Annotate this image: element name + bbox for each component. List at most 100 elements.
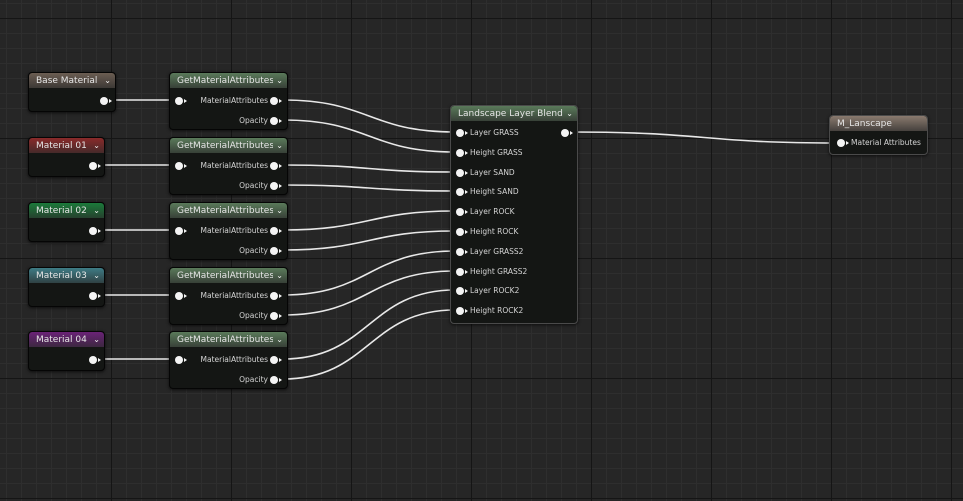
material-attributes-output-label: MaterialAttributes [200,96,269,105]
height-rock2-input-pin[interactable] [456,307,464,315]
pin-arrow-icon [465,130,468,135]
pin-arrow-icon [184,228,187,233]
height-sand-label: Height SAND [470,187,519,196]
wire-attrs-to-layer-rock2 [282,289,456,360]
get-material-attributes-header[interactable]: GetMaterialAttributes ⌄ [170,73,287,88]
material-attributes-input-pin[interactable] [175,227,183,235]
opacity-output-label: Opacity [239,246,268,255]
chevron-down-icon[interactable]: ⌄ [276,334,283,344]
opacity-output-pin[interactable] [270,247,278,255]
material-attributes-output-pin[interactable] [270,356,278,364]
layer-rock2-input-pin[interactable] [456,287,464,295]
chevron-down-icon[interactable]: ⌄ [93,205,100,215]
base-material-node[interactable]: Base Material ⌄ [28,72,116,112]
pin-arrow-icon [570,130,573,135]
get-material-attributes-node[interactable]: GetMaterialAttributes ⌄ MaterialAttribut… [169,331,288,389]
material-04-node[interactable]: Material 04 ⌄ [28,331,105,371]
height-grass2-input-pin[interactable] [456,268,464,276]
material-attributes-input-pin[interactable] [175,356,183,364]
height-sand-input-pin[interactable] [456,188,464,196]
get-material-attributes-node[interactable]: GetMaterialAttributes ⌄ MaterialAttribut… [169,72,288,130]
material-output-node[interactable]: M_Lanscape Material Attributes [829,115,928,155]
landscape-layer-blend-header[interactable]: Landscape Layer Blend ⌄ [451,106,577,121]
wire-attrs-to-layer-sand [282,164,456,173]
height-rock-input-pin[interactable] [456,228,464,236]
material-01-header[interactable]: Material 01 ⌄ [29,138,104,153]
chevron-down-icon[interactable]: ⌄ [276,140,283,150]
pin-arrow-icon [279,118,282,123]
opacity-output-pin[interactable] [270,312,278,320]
material-attributes-output-label: MaterialAttributes [200,161,269,170]
chevron-down-icon[interactable]: ⌄ [104,75,111,85]
pin-arrow-icon [98,163,101,168]
get-material-attributes-header[interactable]: GetMaterialAttributes ⌄ [170,332,287,347]
material-03-output-pin[interactable] [89,292,97,300]
opacity-output-pin[interactable] [270,117,278,125]
material-attributes-input-pin[interactable] [837,139,845,147]
landscape-layer-blend-node[interactable]: Landscape Layer Blend ⌄ Layer GRASS Heig… [450,105,578,324]
material-attributes-output-pin[interactable] [270,162,278,170]
layer-sand-label: Layer SAND [470,168,515,177]
material-attributes-input-pin[interactable] [175,292,183,300]
pin-arrow-icon [465,308,468,313]
get-material-attributes-header[interactable]: GetMaterialAttributes ⌄ [170,268,287,283]
base-material-header[interactable]: Base Material ⌄ [29,73,115,88]
material-02-node[interactable]: Material 02 ⌄ [28,202,105,242]
pin-arrow-icon [279,98,282,103]
pin-arrow-icon [279,183,282,188]
landscape-layer-blend-output-pin[interactable] [561,129,569,137]
material-attributes-input-pin[interactable] [175,97,183,105]
material-attributes-output-pin[interactable] [270,97,278,105]
material-04-header[interactable]: Material 04 ⌄ [29,332,104,347]
material-attributes-output-label: MaterialAttributes [200,291,269,300]
material-output-header[interactable]: M_Lanscape [830,116,927,131]
wire-opacity-to-height-grass [282,119,456,153]
opacity-output-pin[interactable] [270,376,278,384]
opacity-output-pin[interactable] [270,182,278,190]
layer-grass-input-pin[interactable] [456,129,464,137]
layer-grass-label: Layer GRASS [470,128,519,137]
chevron-down-icon[interactable]: ⌄ [93,270,100,280]
get-material-attributes-node[interactable]: GetMaterialAttributes ⌄ MaterialAttribut… [169,267,288,325]
chevron-down-icon[interactable]: ⌄ [93,140,100,150]
height-grass2-label: Height GRASS2 [470,267,528,276]
layer-grass2-input-pin[interactable] [456,248,464,256]
wire-attrs-to-layer-grass [282,99,456,133]
pin-arrow-icon [98,293,101,298]
wire-opacity-to-height-rock2 [282,309,456,380]
get-material-attributes-header[interactable]: GetMaterialAttributes ⌄ [170,203,287,218]
pin-arrow-icon [465,249,468,254]
get-material-attributes-node[interactable]: GetMaterialAttributes ⌄ MaterialAttribut… [169,137,288,195]
base-material-output-pin[interactable] [100,97,108,105]
material-04-output-pin[interactable] [89,356,97,364]
height-grass-input-pin[interactable] [456,149,464,157]
pin-arrow-icon [465,209,468,214]
material-01-node[interactable]: Material 01 ⌄ [28,137,105,177]
wire-attrs-to-layer-grass2 [282,250,456,296]
layer-sand-input-pin[interactable] [456,169,464,177]
get-material-attributes-header[interactable]: GetMaterialAttributes ⌄ [170,138,287,153]
chevron-down-icon[interactable]: ⌄ [276,270,283,280]
chevron-down-icon[interactable]: ⌄ [566,108,573,118]
chevron-down-icon[interactable]: ⌄ [276,205,283,215]
pin-arrow-icon [98,228,101,233]
material-02-output-pin[interactable] [89,227,97,235]
material-03-header[interactable]: Material 03 ⌄ [29,268,104,283]
chevron-down-icon[interactable]: ⌄ [276,75,283,85]
pin-arrow-icon [184,98,187,103]
material-attributes-input-pin[interactable] [175,162,183,170]
material-02-header[interactable]: Material 02 ⌄ [29,203,104,218]
material-03-node[interactable]: Material 03 ⌄ [28,267,105,307]
opacity-output-label: Opacity [239,181,268,190]
layer-rock-input-pin[interactable] [456,208,464,216]
chevron-down-icon[interactable]: ⌄ [93,334,100,344]
opacity-output-label: Opacity [239,311,268,320]
get-material-attributes-node[interactable]: GetMaterialAttributes ⌄ MaterialAttribut… [169,202,288,260]
pin-arrow-icon [279,163,282,168]
material-attributes-output-pin[interactable] [270,292,278,300]
material-01-output-pin[interactable] [89,162,97,170]
pin-arrow-icon [184,293,187,298]
material-attributes-output-pin[interactable] [270,227,278,235]
get-material-attributes-title: GetMaterialAttributes [177,334,274,345]
material-attributes-output-label: MaterialAttributes [200,355,269,364]
